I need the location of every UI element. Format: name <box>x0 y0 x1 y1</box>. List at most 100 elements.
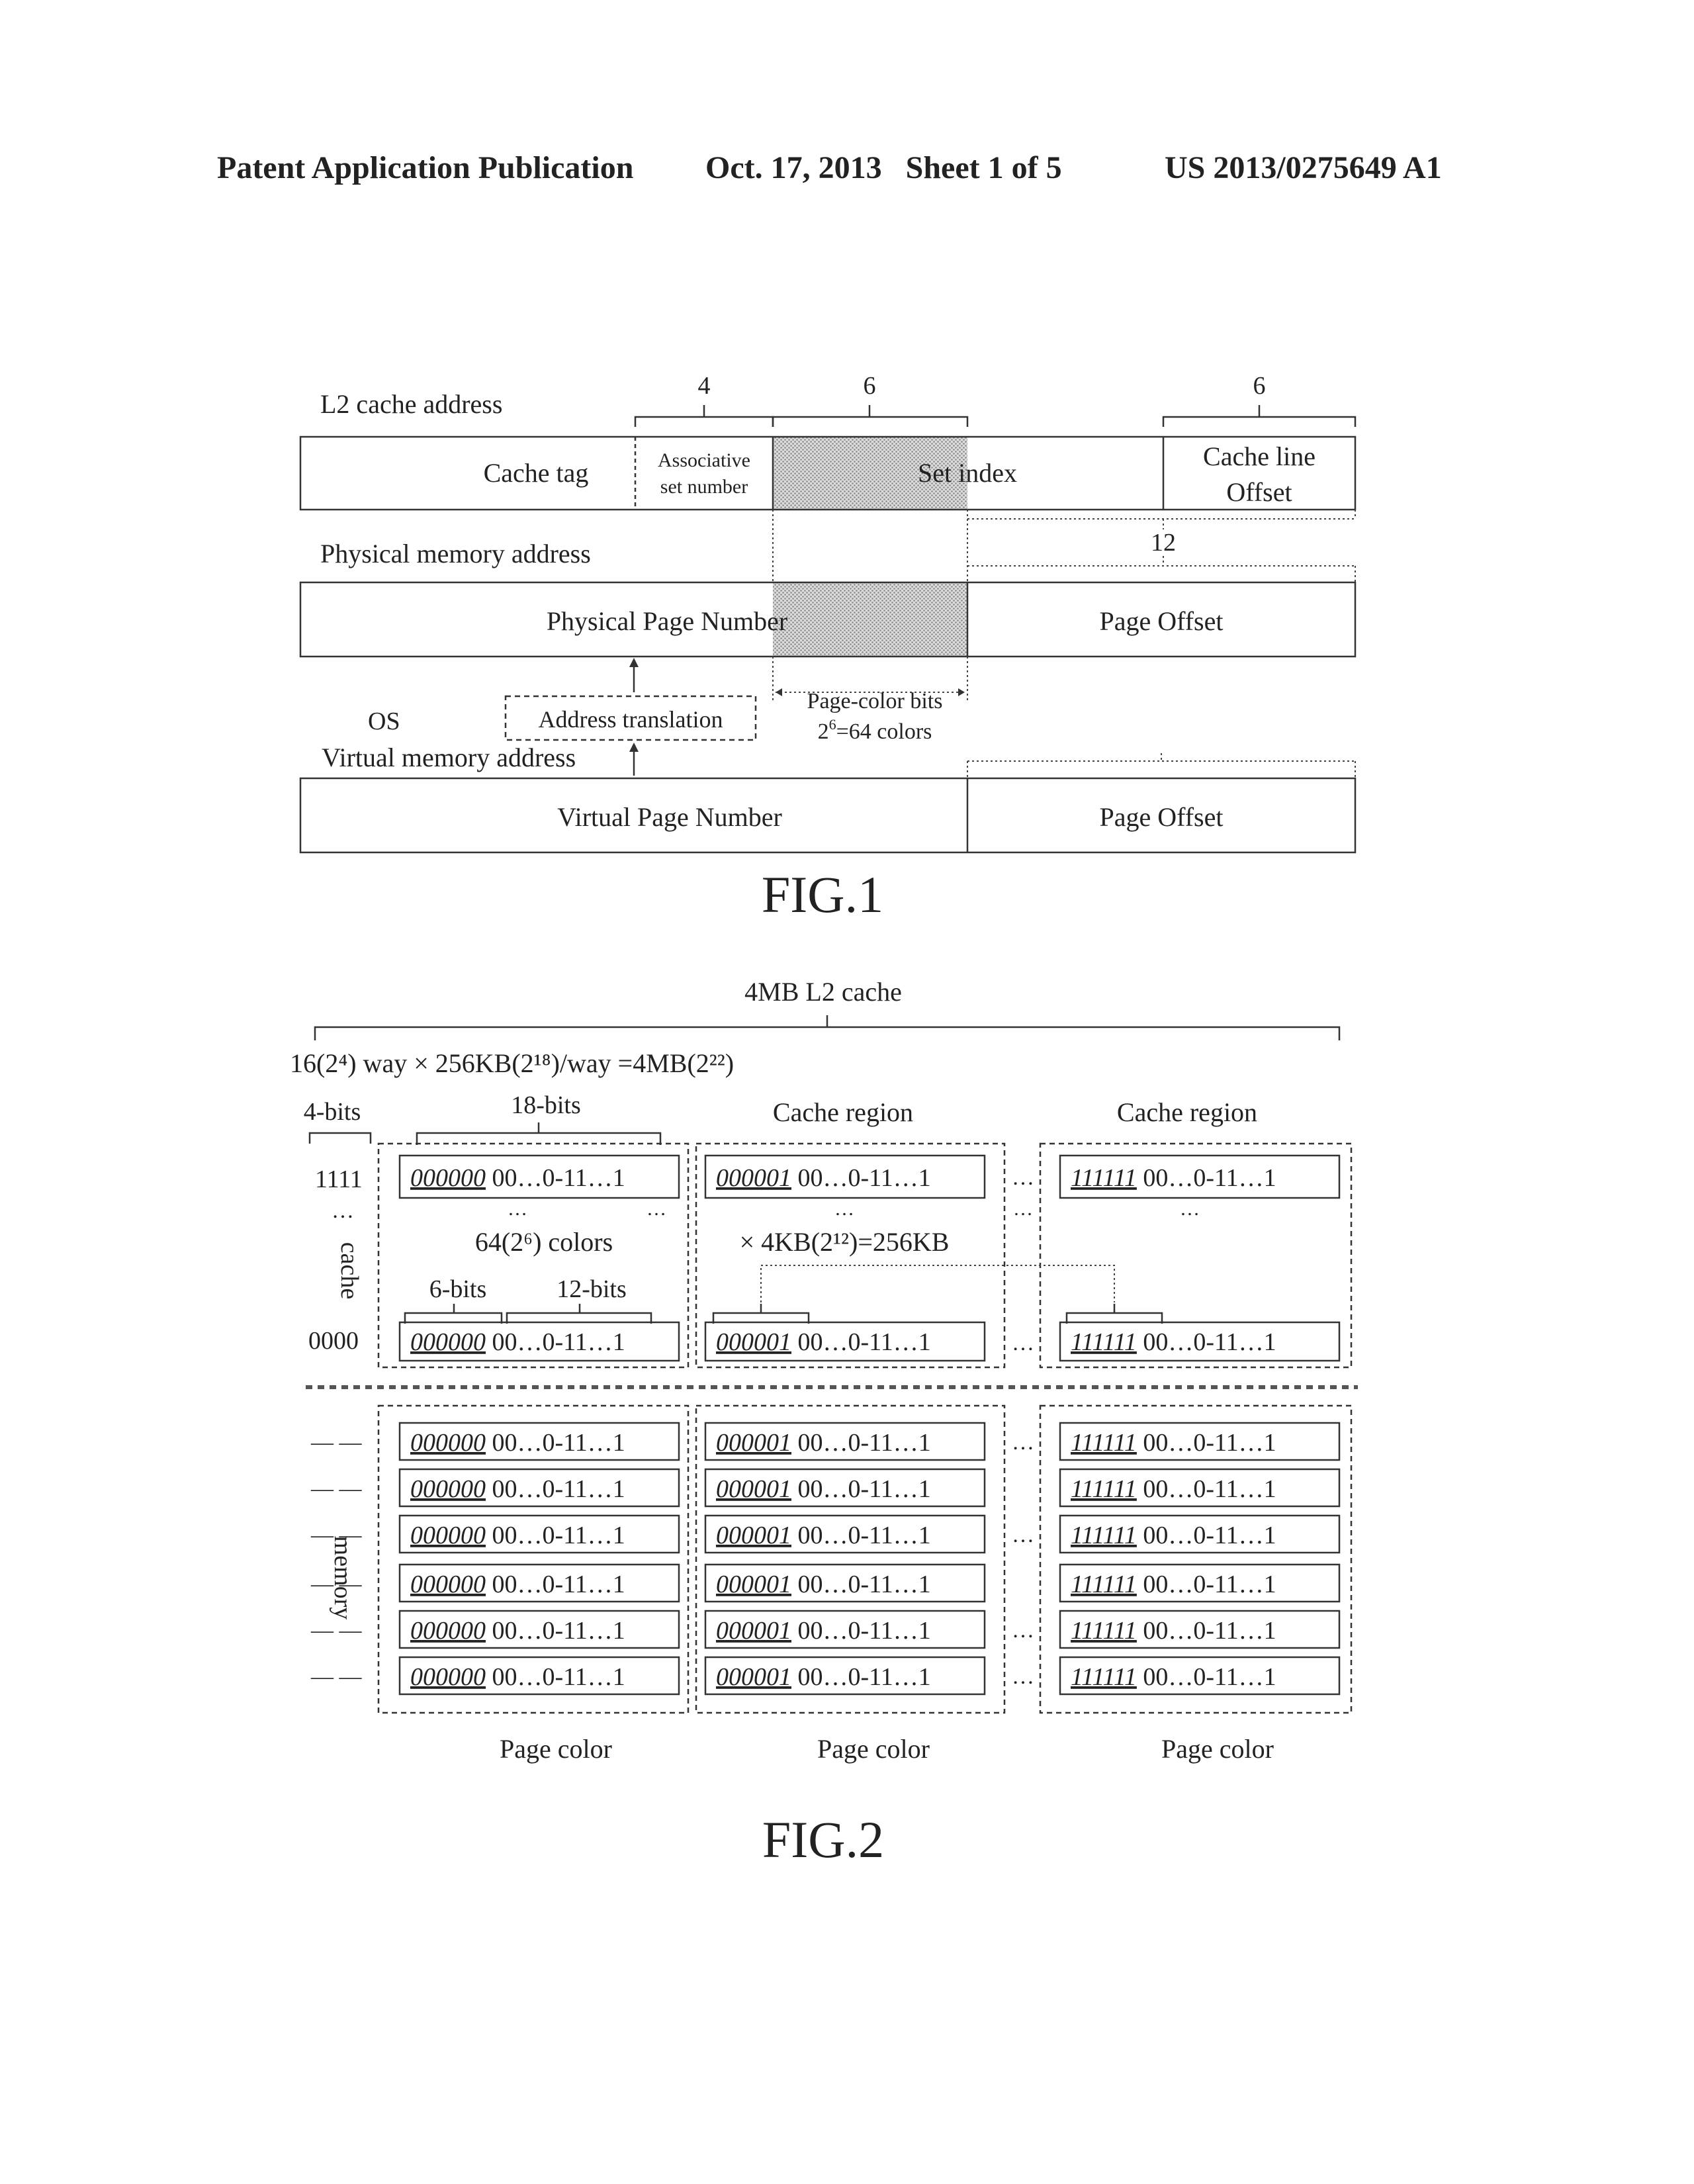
set-bits-count: 6 <box>864 372 876 400</box>
translation-arrow-up <box>629 658 639 667</box>
memory-cell: 000000 00…0-11…1 <box>410 1522 625 1549</box>
page-color-shading <box>773 582 967 657</box>
page-color-mapping-connector <box>760 1265 1115 1302</box>
memory-cell: 000001 00…0-11…1 <box>716 1429 931 1457</box>
virtual-address-bar <box>299 777 1357 854</box>
memory-cell-box <box>704 1514 986 1554</box>
memory-cell: 000001 00…0-11…1 <box>716 1522 931 1549</box>
page-color-bits-label: Page-color bits <box>807 689 943 713</box>
memory-row-marker: — — <box>310 1477 363 1501</box>
header-patent-number: US 2013/0275649 A1 <box>1165 150 1442 185</box>
memory-cell-box <box>1059 1563 1341 1603</box>
offset-bits-brace <box>1162 405 1357 427</box>
memory-cell: 000000 00…0-11…1 <box>410 1429 625 1457</box>
cache-cell: 000000 00…0-11…1 <box>410 1164 625 1192</box>
set-index-field: Set index <box>918 458 1017 488</box>
memory-cell-box <box>398 1468 680 1508</box>
memory-row-marker: — — <box>310 1430 363 1455</box>
svg-text:…: … <box>1013 1198 1033 1220</box>
l2-cache-size-label: 4MB L2 cache <box>744 977 902 1007</box>
memory-cell: 000000 00…0-11…1 <box>410 1570 625 1598</box>
assoc-bits-count: 4 <box>698 372 711 400</box>
assoc-set-field-line1: Associative <box>658 449 750 471</box>
cache-tag-field: Cache tag <box>484 458 589 488</box>
memory-cell-box <box>398 1656 680 1696</box>
cache-vertical-label: cache <box>335 1242 363 1299</box>
virtual-memory-address-label: Virtual memory address <box>322 743 576 772</box>
cache-size-formula: 16(2⁴) way × 256KB(2¹⁸)/way =4MB(2²²) <box>290 1048 734 1078</box>
memory-cell: 111111 00…0-11…1 <box>1071 1617 1276 1645</box>
cache-region-frame-3 <box>1039 1142 1353 1369</box>
memory-cell-box <box>398 1563 680 1603</box>
cache-row-bottom: 000000 00…0-11…1 000001 00…0-11…1 111111… <box>398 1321 1341 1362</box>
region-size: × 4KB(2¹²)=256KB <box>740 1227 950 1257</box>
os-label: OS <box>368 707 400 735</box>
svg-text:…: … <box>1180 1198 1200 1220</box>
columns-ellipsis: … <box>1012 1664 1034 1689</box>
page-color-label-1: Page color <box>500 1734 612 1764</box>
svg-text:…: … <box>834 1198 854 1220</box>
page-color-frame-3 <box>1039 1404 1353 1714</box>
memory-rows: — — 000000 00…0-11…1 000001 00…0-11…1 11111… <box>310 1422 1341 1696</box>
fig1: L2 cache address 4 6 6 Cache tag Associa… <box>299 372 1357 923</box>
l2-cache-address-bar <box>299 435 1357 511</box>
row-label-0000: 0000 <box>308 1327 359 1355</box>
memory-row-marker: — — <box>310 1523 363 1547</box>
memory-cell-box <box>1059 1422 1341 1461</box>
columns-ellipsis: … <box>1012 1430 1034 1455</box>
cache-cell: 000001 00…0-11…1 <box>716 1328 931 1356</box>
memory-cell: 111111 00…0-11…1 <box>1071 1570 1276 1598</box>
bits6-label: 6-bits <box>429 1275 487 1303</box>
cache-cell: 000001 00…0-11…1 <box>716 1164 931 1192</box>
fig1-caption: FIG.1 <box>762 866 883 923</box>
cache-line-offset-line1: Cache line <box>1203 441 1315 471</box>
assoc-set-field-line2: set number <box>660 476 748 498</box>
memory-cell-box <box>704 1610 986 1649</box>
memory-vertical-label: memory <box>329 1536 357 1620</box>
cache-cell: 000000 00…0-11…1 <box>410 1328 625 1356</box>
bits18-label: 18-bits <box>511 1091 581 1119</box>
cache-region-label-2: Cache region <box>1117 1097 1257 1127</box>
page-offset-bits-count: 12 <box>1151 529 1176 557</box>
virtual-page-number-field: Virtual Page Number <box>557 802 782 832</box>
memory-cell-box <box>704 1563 986 1603</box>
memory-cell-box <box>1059 1514 1341 1554</box>
memory-cell: 111111 00…0-11…1 <box>1071 1429 1276 1457</box>
physical-memory-address-label: Physical memory address <box>320 539 591 569</box>
memory-cell-box <box>1059 1656 1341 1696</box>
memory-cell: 000000 00…0-11…1 <box>410 1617 625 1645</box>
memory-cell: 111111 00…0-11…1 <box>1071 1522 1276 1549</box>
memory-row-marker: — — <box>310 1618 363 1643</box>
memory-cell: 000001 00…0-11…1 <box>716 1475 931 1503</box>
cache-cell: 111111 00…0-11…1 <box>1071 1328 1276 1356</box>
page-color-label-3: Page color <box>1161 1734 1274 1764</box>
memory-cell: 000001 00…0-11…1 <box>716 1663 931 1691</box>
memory-cell: 000001 00…0-11…1 <box>716 1570 931 1598</box>
l2-cache-address-label: L2 cache address <box>320 389 502 419</box>
fig2-caption: FIG.2 <box>762 1811 884 1868</box>
memory-cell: 000000 00…0-11…1 <box>410 1475 625 1503</box>
memory-cell-box <box>704 1468 986 1508</box>
colors-count: 64(2⁶) colors <box>475 1227 613 1257</box>
svg-text:…: … <box>646 1198 666 1220</box>
header-date-sheet: Oct. 17, 2013 Sheet 1 of 5 <box>705 150 1062 185</box>
memory-cell: 111111 00…0-11…1 <box>1071 1475 1276 1503</box>
cache-region-frame-1 <box>377 1142 690 1369</box>
rows-ellipsis: … <box>332 1199 354 1223</box>
bits4-label: 4-bits <box>304 1098 361 1126</box>
svg-text:…: … <box>508 1198 527 1220</box>
memory-cell: 111111 00…0-11…1 <box>1071 1663 1276 1691</box>
physical-page-offset-field: Page Offset <box>1100 606 1224 636</box>
memory-row-marker: — — <box>310 1664 363 1689</box>
memory-cell-box <box>704 1656 986 1696</box>
memory-cell: 000001 00…0-11…1 <box>716 1617 931 1645</box>
memory-cell-box <box>398 1514 680 1554</box>
fig2: 4MB L2 cache 16(2⁴) way × 256KB(2¹⁸)/way… <box>290 977 1358 1868</box>
memory-cell-box <box>398 1422 680 1461</box>
header-publication: Patent Application Publication <box>217 150 634 185</box>
memory-row-marker: — — <box>310 1572 363 1596</box>
page-color-frame-1 <box>377 1404 690 1714</box>
memory-cell-box <box>1059 1468 1341 1508</box>
cache-region-frame-2 <box>695 1142 1006 1369</box>
